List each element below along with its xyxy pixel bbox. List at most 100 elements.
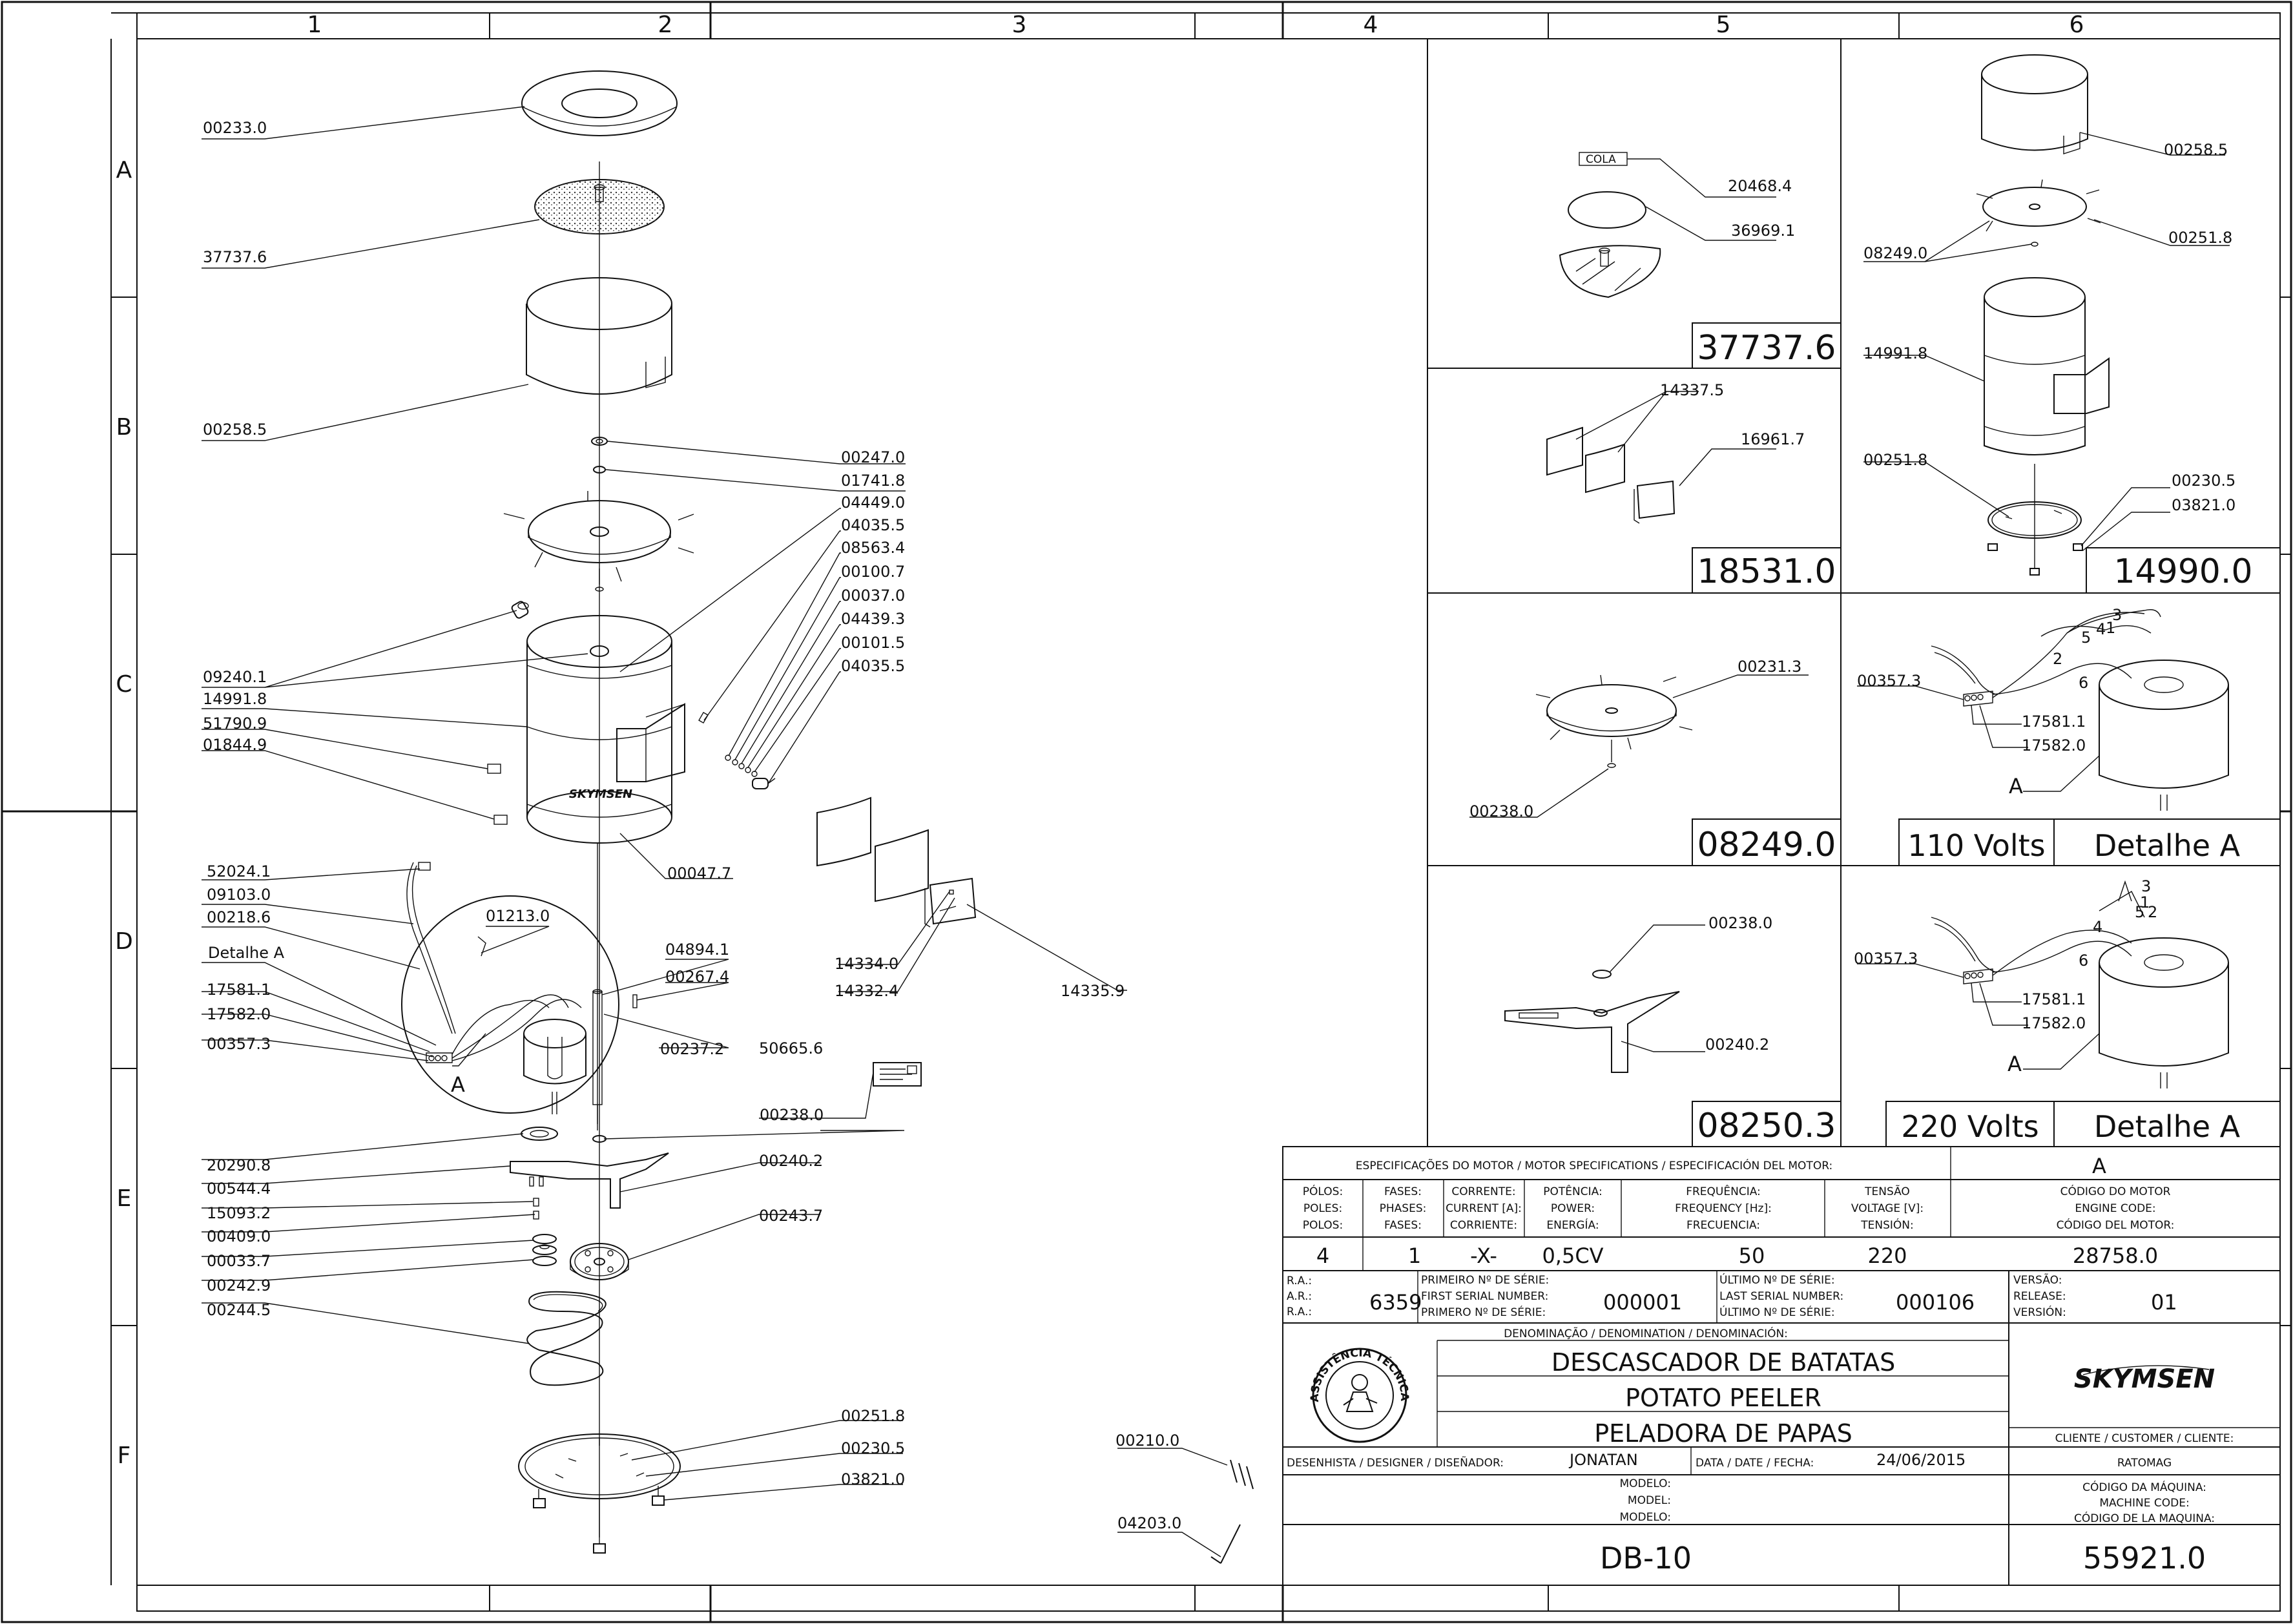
current-value: -X- <box>1470 1244 1497 1268</box>
first-serial-value: 000001 <box>1603 1290 1682 1315</box>
callout-00100-7: 00100.7 <box>841 563 905 581</box>
panel7-callout-a: A <box>2008 1052 2022 1076</box>
callout-00243-7: 00243.7 <box>759 1207 823 1225</box>
panel6-wire-6: 6 <box>2079 674 2088 692</box>
panel3-callout-16961-7: 16961.7 <box>1741 430 1805 448</box>
panel4-callout-00238-0: 00238.0 <box>1469 802 1533 820</box>
callout-00258-5: 00258.5 <box>203 421 267 439</box>
callout-00037-0: 00037.0 <box>841 587 905 605</box>
callout-00218-6: 00218.6 <box>207 908 271 926</box>
designer-value: JONATAN <box>1568 1451 1638 1469</box>
callout-14991-8: 14991.8 <box>203 690 267 708</box>
frequency-label-en: FREQUENCY [Hz]: <box>1675 1202 1772 1215</box>
panel5-callout-00238-0: 00238.0 <box>1708 914 1772 932</box>
version-value: 01 <box>2151 1290 2177 1315</box>
callout-00240-2: 00240.2 <box>759 1152 823 1170</box>
panel1-callout-36969-1: 36969.1 <box>1731 222 1795 240</box>
zone-row-f: F <box>118 1442 131 1469</box>
panel7-wire-3: 3 <box>2141 877 2151 895</box>
poles-label-en: POLES: <box>1303 1202 1342 1215</box>
name-en: POTATO PEELER <box>1625 1384 1821 1412</box>
panel6-voltage: 110 Volts <box>1907 828 2045 863</box>
inlet-nozzle <box>511 601 529 619</box>
date-value: 24/06/2015 <box>1876 1451 1966 1469</box>
model-label-en: MODEL: <box>1628 1494 1671 1507</box>
phases-value: 1 <box>1408 1244 1421 1268</box>
zone-col-3: 3 <box>1012 12 1027 38</box>
power-label-pt: POTÊNCIA: <box>1543 1184 1602 1198</box>
engine-code-value: 28758.0 <box>2073 1244 2158 1268</box>
panel6-callout-17582-0: 17582.0 <box>2022 736 2086 755</box>
engine-code-label-en: ENGINE CODE: <box>2075 1202 2155 1215</box>
callout-37737-6: 37737.6 <box>203 248 267 266</box>
main-leaders <box>202 106 1228 1557</box>
callout-00230-5: 00230.5 <box>841 1439 905 1457</box>
callout-00047-7: 00047.7 <box>667 864 731 882</box>
zone-row-d: D <box>115 928 133 955</box>
callout-01844-9: 01844.9 <box>203 736 267 754</box>
callout-detalhe-a: Detalhe A <box>208 944 285 962</box>
callout-00101-5: 00101.5 <box>841 634 905 652</box>
callout-00242-9: 00242.9 <box>207 1276 271 1295</box>
callout-00237-2: 00237.2 <box>660 1040 724 1058</box>
phases-label-pt: FASES: <box>1384 1185 1422 1198</box>
callout-00267-4: 00267.4 <box>665 968 729 986</box>
first-serial-label-es: PRIMERO Nº DE SÉRIE: <box>1421 1305 1546 1319</box>
zone-col-1: 1 <box>307 12 322 38</box>
rotating-plate <box>503 491 694 592</box>
data-label-plate <box>873 1062 922 1087</box>
panel1-code: 37737.6 <box>1697 329 1836 368</box>
first-serial-label-en: FIRST SERIAL NUMBER: <box>1421 1290 1548 1303</box>
callout-04203-0: 04203.0 <box>1117 1514 1181 1532</box>
loose-parts <box>1210 1459 1254 1564</box>
callout-52024-1: 52024.1 <box>207 862 271 880</box>
current-label-es: CORRIENTE: <box>1450 1219 1517 1232</box>
model-label-pt: MODELO: <box>1619 1477 1671 1490</box>
date-label: DATA / DATE / FECHA: <box>1696 1457 1814 1470</box>
engine-code-label-es: CÓDIGO DEL MOTOR: <box>2057 1218 2175 1232</box>
callout-14335-9: 14335.9 <box>1061 982 1125 1000</box>
last-serial-value: 000106 <box>1896 1290 1975 1315</box>
phases-label-en: PHASES: <box>1380 1202 1427 1215</box>
frequency-label-pt: FREQUÊNCIA: <box>1686 1184 1761 1198</box>
name-es: PELADORA DE PAPAS <box>1594 1419 1852 1448</box>
power-label-es: ENERGÍA: <box>1546 1218 1599 1232</box>
main-drum: SKYMSEN <box>487 615 685 844</box>
panel1-cola-tag: COLA <box>1586 153 1616 166</box>
panel-220-volts-detail-a: 4 5 1 2 3 6 00357.3 17581.1 17582.0 A 22… <box>1854 877 2241 1144</box>
zone-row-c: C <box>116 671 132 698</box>
voltage-label-pt: TENSÃO <box>1864 1184 1910 1198</box>
callout-17582-0: 17582.0 <box>207 1005 271 1023</box>
panel2-callout-03821-0: 03821.0 <box>2172 496 2236 514</box>
panel7-wire-4: 4 <box>2093 918 2102 936</box>
splash-shield <box>526 277 672 395</box>
callout-09103-0: 09103.0 <box>207 886 271 904</box>
engine-code-label-pt: CÓDIGO DO MOTOR <box>2060 1184 2171 1198</box>
callout-15093-2: 15093.2 <box>207 1204 271 1222</box>
callout-51790-9: 51790.9 <box>203 714 267 733</box>
drum-brand-mark: SKYMSEN <box>569 787 632 801</box>
panel6-detail: Detalhe A <box>2094 828 2241 863</box>
callout-14334-0: 14334.0 <box>835 955 898 973</box>
callout-04449-0: 04449.0 <box>841 494 905 512</box>
frequency-value: 50 <box>1739 1244 1765 1268</box>
panel6-wire-2: 2 <box>2053 650 2062 668</box>
ra-label-pt: R.A.: <box>1287 1275 1312 1287</box>
zone-row-b: B <box>116 414 132 441</box>
denomination-label: DENOMINAÇÃO / DENOMINATION / DENOMINACIÓ… <box>1504 1326 1788 1340</box>
panel6-wire-3: 3 <box>2112 606 2122 624</box>
callout-04035-5: 04035.5 <box>841 516 905 534</box>
latch-hardware <box>698 711 776 789</box>
panel6-wire-1: 1 <box>2106 619 2115 637</box>
version-label-en: RELEASE: <box>2013 1290 2066 1303</box>
voltage-label-en: VOLTAGE [V]: <box>1851 1202 1924 1215</box>
callout-00544-4: 00544.4 <box>207 1180 271 1198</box>
name-pt: DESCASCADOR DE BATATAS <box>1551 1348 1895 1377</box>
motor-letter: A <box>2092 1154 2106 1178</box>
large-pulley <box>570 1243 629 1280</box>
voltage-label-es: TENSIÓN: <box>1860 1218 1913 1232</box>
power-value: 0,5CV <box>1542 1244 1603 1268</box>
panel-37737-6: COLA 20468.4 36969.1 37737.6 <box>1559 152 1836 368</box>
ra-label-en: A.R.: <box>1287 1290 1312 1303</box>
